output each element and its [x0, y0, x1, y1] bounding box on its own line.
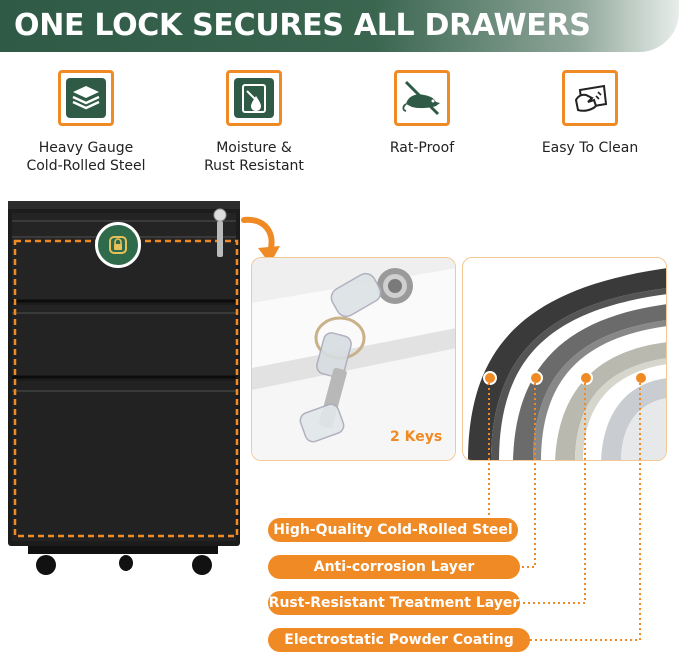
steel-layers-photo — [462, 257, 667, 461]
wipe-clean-icon — [562, 70, 618, 126]
layer-label-rust-resistant: Rust-Resistant Treatment Layer — [268, 591, 520, 615]
layer-label-powder-coating: Electrostatic Powder Coating — [268, 628, 530, 652]
keys-caption: 2 Keys — [390, 429, 443, 445]
banner-title: ONE LOCK SECURES ALL DRAWERS — [14, 8, 591, 43]
feature-rat-proof: Rat-Proof — [347, 70, 497, 157]
moisture-icon — [226, 70, 282, 126]
feature-easy-clean: Easy To Clean — [515, 70, 665, 157]
layer-label-anti-corrosion: Anti-corrosion Layer — [268, 555, 520, 579]
no-rat-icon — [394, 70, 450, 126]
arrow-icon — [241, 216, 280, 264]
layers-icon — [58, 70, 114, 126]
file-cabinet-image — [8, 201, 240, 575]
header-banner: ONE LOCK SECURES ALL DRAWERS — [0, 0, 679, 52]
feature-label: Moisture &Rust Resistant — [204, 140, 304, 174]
lock-keys-photo: 2 Keys — [251, 257, 456, 461]
feature-label: Easy To Clean — [541, 140, 639, 156]
lock-badge — [95, 222, 141, 268]
lock-icon — [109, 236, 127, 254]
layer-label-cold-rolled: High-Quality Cold-Rolled Steel — [268, 518, 518, 542]
feature-label: Rat-Proof — [389, 140, 455, 156]
feature-moisture: Moisture &Rust Resistant — [179, 70, 329, 175]
